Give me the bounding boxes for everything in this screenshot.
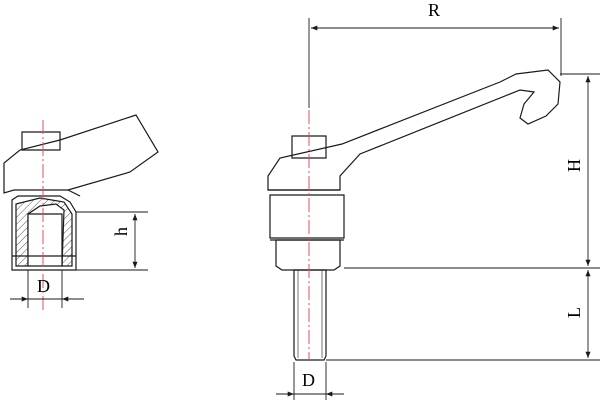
stud-length-label: L — [564, 307, 584, 318]
right-dimension-d — [276, 362, 344, 400]
left-base-outline — [11, 195, 77, 271]
reach-label: R — [428, 0, 440, 20]
right-dimension-r — [308, 18, 562, 108]
right-dimension-l — [326, 270, 600, 361]
right-diameter-label: D — [302, 370, 315, 390]
left-dimension-d — [10, 270, 84, 308]
left-dimension-h — [76, 211, 148, 271]
right-dimension-h — [344, 73, 600, 269]
right-hub-top — [291, 135, 327, 159]
left-lever-body — [3, 114, 159, 194]
height-label: H — [564, 159, 584, 172]
left-diameter-label: D — [37, 276, 50, 296]
left-bore — [27, 213, 63, 267]
right-view — [267, 69, 561, 361]
right-neck — [275, 239, 341, 271]
left-view — [3, 114, 159, 271]
left-hub-top — [21, 131, 61, 151]
right-lever-arm — [267, 69, 561, 191]
right-collar — [269, 194, 345, 239]
right-threaded-stud — [293, 269, 327, 361]
left-height-label: h — [111, 227, 131, 236]
